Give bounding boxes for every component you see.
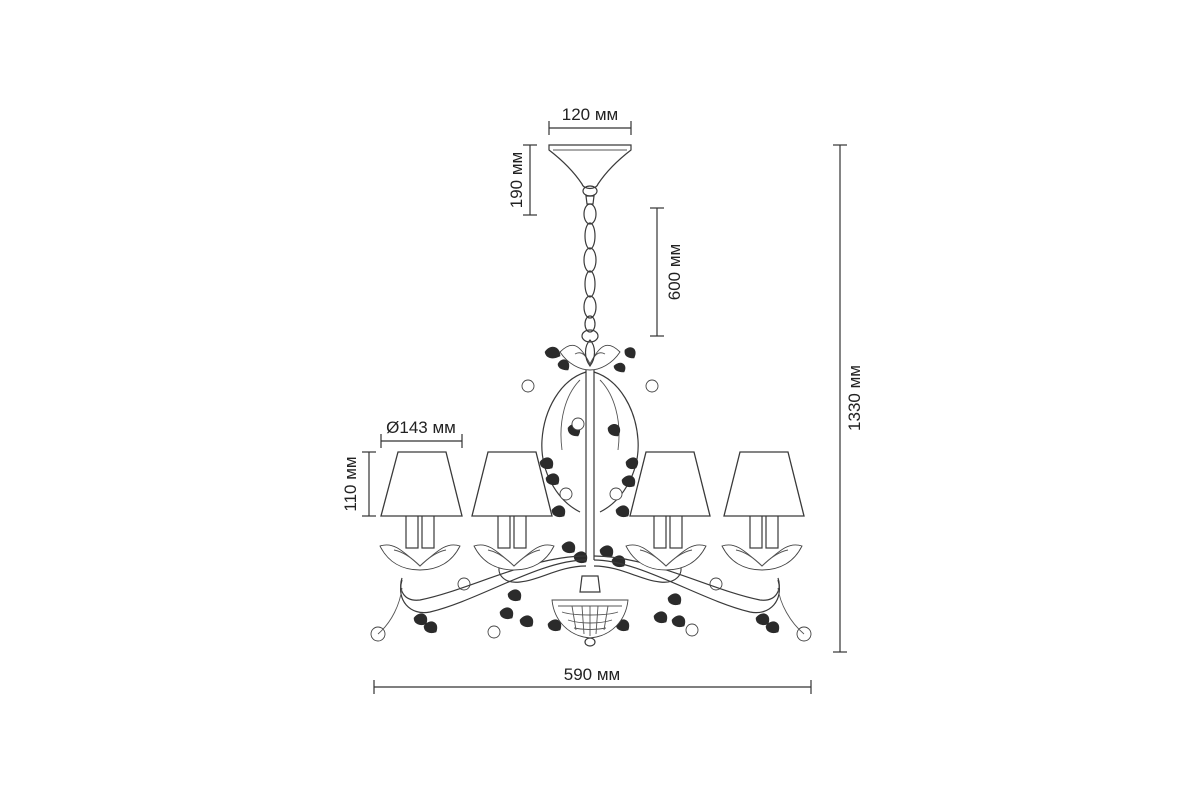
dim-shade-diameter: Ø143 мм	[380, 418, 463, 448]
shade-height-label: 110 мм	[341, 456, 360, 511]
shade-diameter-label: Ø143 мм	[386, 418, 456, 437]
lamp-cup-3	[625, 544, 707, 571]
central-stem	[541, 370, 639, 560]
lamp-cup-4	[721, 544, 803, 571]
chain-length-label: 600 мм	[665, 244, 684, 300]
canopy-width-label: 120 мм	[562, 105, 618, 124]
lamp-shade-3	[629, 451, 711, 517]
dim-chain-length: 600 мм	[650, 207, 684, 337]
lamp-shade-2	[471, 451, 553, 517]
lamp-cup-2	[473, 544, 555, 571]
canopy-height-label: 190 мм	[507, 152, 526, 208]
top-lotus-finial	[559, 329, 621, 371]
ceiling-canopy	[548, 144, 632, 205]
total-height-label: 1330 мм	[845, 365, 864, 431]
candle-sleeves	[405, 513, 779, 549]
decorative-flowers	[370, 379, 812, 642]
bottom-bowl	[551, 575, 629, 647]
decorative-leaves	[413, 346, 780, 634]
suspension-chain	[583, 203, 597, 333]
total-width-label: 590 мм	[564, 665, 620, 684]
dim-canopy-width: 120 мм	[548, 105, 632, 135]
dim-total-height: 1330 мм	[833, 144, 864, 653]
dim-total-width: 590 мм	[373, 665, 812, 694]
lamp-shade-4	[723, 451, 805, 517]
lamp-shade-1	[380, 451, 463, 517]
lamp-arms	[377, 555, 805, 635]
lamp-cup-1	[379, 544, 461, 571]
dim-shade-height: 110 мм	[341, 451, 376, 517]
dim-canopy-height: 190 мм	[507, 144, 537, 216]
